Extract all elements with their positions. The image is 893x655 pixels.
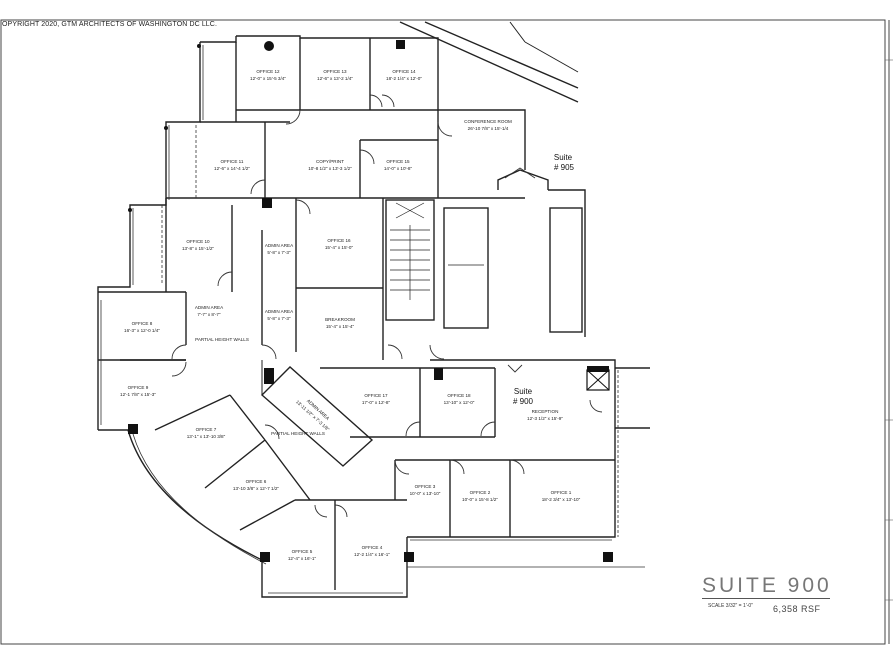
room-name: OFFICE 12 (256, 69, 280, 74)
room-name: ADMIN AREA (265, 309, 294, 314)
room-dimensions: 12'-1 7/8" x 15'-3" (120, 392, 156, 397)
room-dimensions: 14'-0" x 10'-8" (384, 166, 413, 171)
suite-900-number: # 900 (513, 397, 534, 406)
room-name: OFFICE 14 (392, 69, 416, 74)
room-name: OFFICE 8 (132, 321, 153, 326)
room-dimensions: 26'-10 7/8" x 15'-1/4 (468, 126, 509, 131)
room-dimensions: 18'-2 3/4" x 13'-10" (542, 497, 581, 502)
suite-905-label: Suite (554, 153, 573, 162)
room-name: OFFICE 3 (415, 484, 436, 489)
room-dimensions: 12'-4" x 16'-1" (288, 556, 317, 561)
room-name: COPY/PRINT (316, 159, 344, 164)
room-dimensions: 12'-0" x 15'-5 3/4" (250, 76, 286, 81)
room-name: OFFICE 4 (362, 545, 383, 550)
door-swings (171, 94, 603, 518)
sheet-border (0, 19, 886, 645)
structural-columns (128, 40, 613, 562)
room-name: OFFICE 7 (196, 427, 217, 432)
room-name: ADMIN AREA (265, 243, 294, 248)
room-name: OFFICE 13 (323, 69, 347, 74)
room-dimensions: 5'-8" x 7'-3" (267, 316, 291, 321)
room-dimensions: 10'-0" x 15'-8 1/2" (462, 497, 498, 502)
room-name: OFFICE 16 (327, 238, 351, 243)
room-dimensions: 12'-3 1/2" x 15'-9" (527, 416, 563, 421)
partial-walls-note: PARTIAL HEIGHT WALLS (271, 431, 325, 436)
room-dimensions: 5'-8" x 7'-3" (267, 250, 291, 255)
room-dimensions: 17'-0" x 12'-8" (362, 400, 391, 405)
room-name: OFFICE 6 (246, 479, 267, 484)
plan-title: SUITE 900 (702, 574, 832, 597)
room-name: OFFICE 17 (364, 393, 388, 398)
window-lines (100, 45, 645, 594)
room-dimensions: 12'-6" x 14'-4 1/2" (214, 166, 250, 171)
room-name: OFFICE 9 (128, 385, 149, 390)
room-name: OFFICE 11 (221, 159, 244, 164)
room-name: BREAKROOM (325, 317, 355, 322)
room-name: OFFICE 18 (447, 393, 471, 398)
scale-note: SCALE 3/32" = 1'-0" (708, 603, 753, 609)
room-name: OFFICE 5 (292, 549, 313, 554)
room-dimensions: 7'-7" x 8'-7" (197, 312, 221, 317)
room-name: CONFERENCE ROOM (464, 119, 512, 124)
room-dimensions: 15'-4" x 15'-0" (325, 245, 354, 250)
room-name: OFFICE 1 (551, 490, 572, 495)
room-name: OFFICE 2 (470, 490, 491, 495)
room-dimensions: 12'-6" x 13'-2 1/4" (317, 76, 353, 81)
room-dimensions: 10'-0" x 13'-10" (410, 491, 441, 496)
room-name: RECEPTION (532, 409, 559, 414)
room-dimensions: 13'-1" x 13'-10 3/8" (187, 434, 226, 439)
room-dimensions: 13'-8" x 15'-1/2" (182, 246, 214, 251)
room-dimensions: 16'-3" x 12'-0 1/4" (124, 328, 160, 333)
room-dimensions: 15'-4" x 15'-4" (326, 324, 355, 329)
room-labels: OFFICE 12 12'-0" x 15'-5 3/4" OFFICE 13 … (120, 69, 581, 561)
walls (97, 21, 650, 598)
room-name: OFFICE 15 (386, 159, 410, 164)
suite-900-label: Suite (514, 387, 533, 396)
room-name: OFFICE 10 (186, 239, 210, 244)
room-dimensions: 13'-10 3/8" x 12'-7 1/2" (233, 486, 280, 491)
copyright-notice: OPYRIGHT 2020, GTM ARCHITECTS OF WASHING… (2, 21, 218, 28)
room-dimensions: 10'-8 1/2" x 13'-3 1/2" (308, 166, 352, 171)
suite-905-number: # 905 (554, 163, 575, 172)
room-dimensions: 13'-10" x 12'-0" (444, 400, 475, 405)
room-dimensions: 18'-2 1/4" x 12'-0" (386, 76, 422, 81)
area-rsf: 6,358 RSF (773, 604, 821, 614)
partial-walls-note: PARTIAL HEIGHT WALLS (195, 337, 249, 342)
room-dimensions: 12'-2 1/4" x 16'-1" (354, 552, 390, 557)
room-name: ADMIN AREA (195, 305, 224, 310)
title-underline (702, 598, 830, 599)
